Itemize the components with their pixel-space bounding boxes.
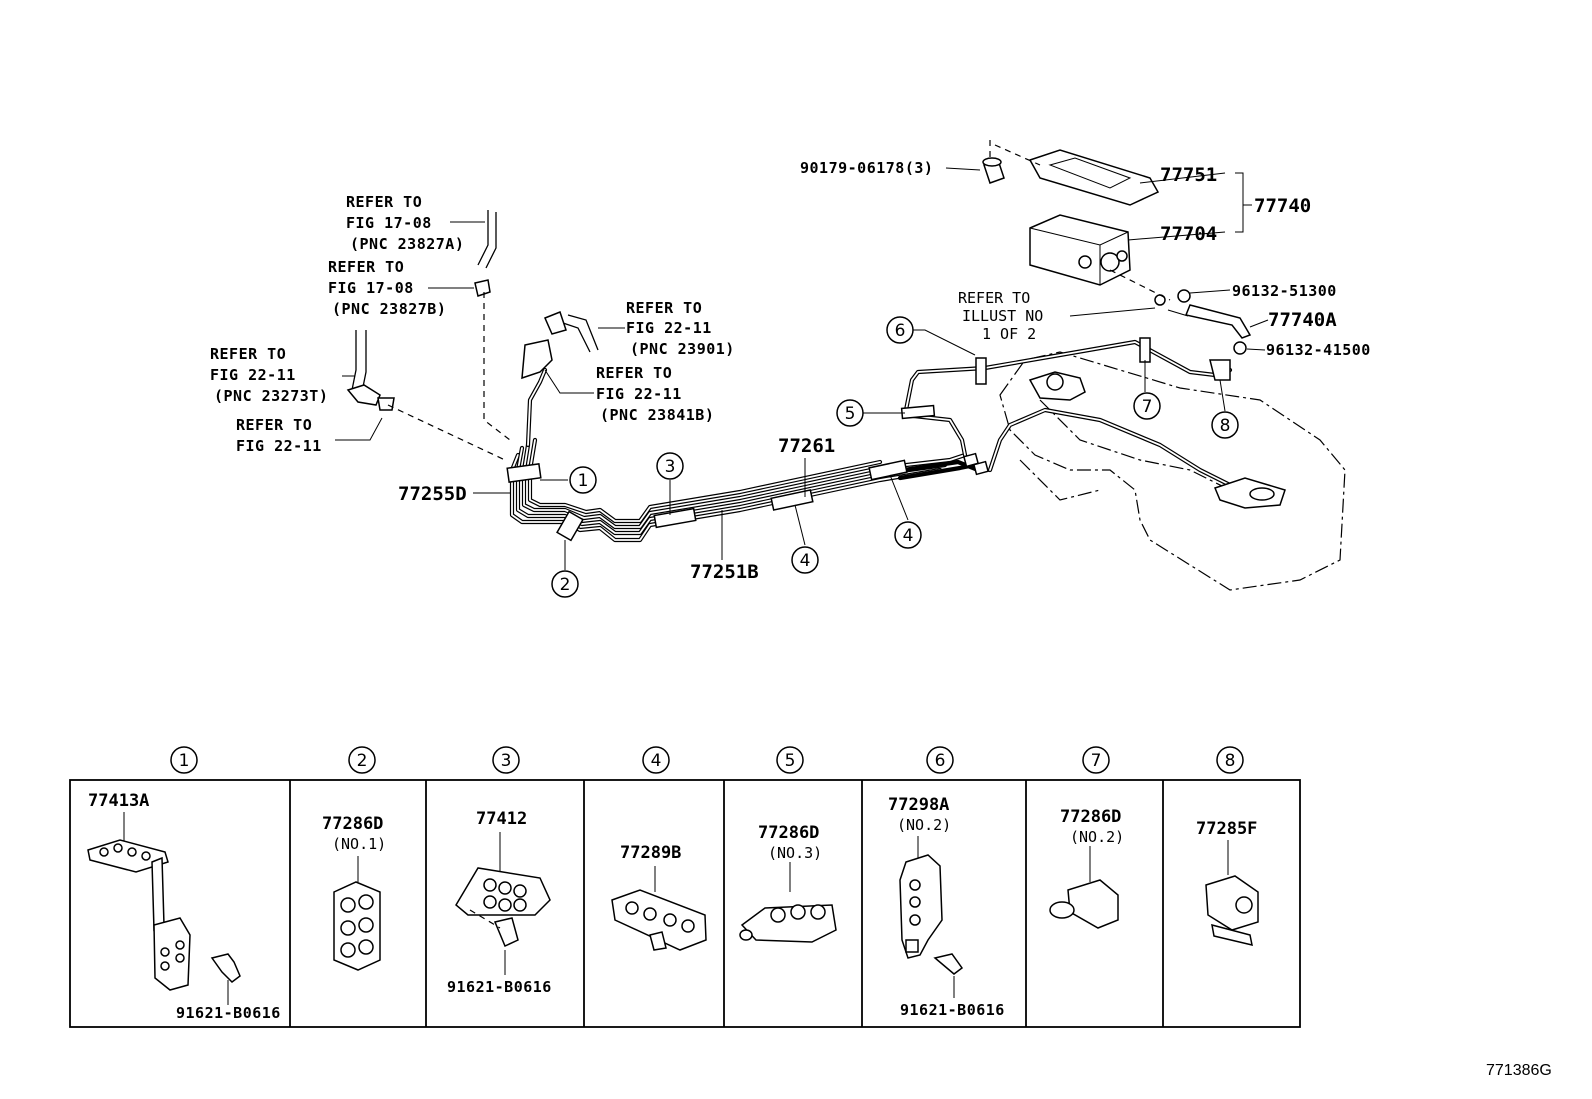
refer-5-line-1: REFER TO <box>626 299 702 317</box>
refer-6-line-2: FIG 22-11 <box>596 385 682 403</box>
refer-1-line-2: FIG 17-08 <box>346 214 432 232</box>
svg-text:4: 4 <box>651 751 662 771</box>
callout-7: 7 <box>1133 392 1161 420</box>
svg-text:8: 8 <box>1225 751 1236 771</box>
part-77740-label: 77740 <box>1254 195 1311 217</box>
refer-7-line-2: ILLUST NO <box>962 307 1043 325</box>
refer-6-line-3: (PNC 23841B) <box>600 406 714 424</box>
charcoal-canister-assembly <box>982 140 1252 355</box>
clamp-77286D-no3-drawing <box>739 862 837 943</box>
callout-4a: 4 <box>791 546 819 574</box>
fuel-tank-outline <box>999 351 1346 591</box>
refer-7-line-1: REFER TO <box>958 289 1030 307</box>
callout-6: 6 <box>886 316 914 344</box>
svg-text:1: 1 <box>578 471 589 491</box>
clamp-77285F-drawing <box>1205 840 1259 946</box>
svg-text:6: 6 <box>895 321 906 341</box>
panel-3-number: 3 <box>492 746 520 774</box>
part-96132-51300-label: 96132-51300 <box>1232 282 1337 300</box>
part-96132-41500-label: 96132-41500 <box>1266 341 1371 359</box>
refer-2-line-3: (PNC 23827B) <box>332 300 446 318</box>
refer-labels: REFER TO FIG 17-08 (PNC 23827A) REFER TO… <box>210 193 1043 455</box>
clamp-77286D-no2-drawing <box>1049 846 1119 929</box>
panel-4-part: 77289B <box>620 843 681 863</box>
clamp-detail-table: 1 2 3 4 5 6 7 8 77413A 91621-B0616 77286… <box>69 746 1301 1028</box>
panel-8-number: 8 <box>1216 746 1244 774</box>
panel-2-part: 77286D <box>322 814 383 834</box>
svg-text:7: 7 <box>1142 397 1153 417</box>
part-77740A-label: 77740A <box>1268 309 1337 331</box>
callout-8: 8 <box>1211 411 1239 439</box>
refer-3-line-1: REFER TO <box>210 345 286 363</box>
svg-text:5: 5 <box>785 751 796 771</box>
refer-4-line-2: FIG 22-11 <box>236 437 322 455</box>
refer-1-line-1: REFER TO <box>346 193 422 211</box>
part-90179-label: 90179-06178(3) <box>800 159 933 177</box>
refer-2-line-1: REFER TO <box>328 258 404 276</box>
part-77704-label: 77704 <box>1160 223 1217 245</box>
svg-text:1: 1 <box>179 751 190 771</box>
panel-6-sub: (NO.2) <box>897 816 951 834</box>
part-77261-label: 77261 <box>778 435 835 457</box>
refer-2-line-2: FIG 17-08 <box>328 279 414 297</box>
callout-2: 2 <box>551 570 579 598</box>
refer-hoses <box>346 210 599 461</box>
part-77251B-label: 77251B <box>690 561 759 583</box>
panel-2-number: 2 <box>348 746 376 774</box>
panel-6-bolt: 91621-B0616 <box>900 1001 1005 1019</box>
refer-6-line-1: REFER TO <box>596 364 672 382</box>
refer-3-line-3: (PNC 23273T) <box>214 387 328 405</box>
svg-text:7: 7 <box>1091 751 1102 771</box>
panel-7-number: 7 <box>1082 746 1110 774</box>
leader-lines <box>335 167 1269 570</box>
callouts-upper: 1 2 3 4 4 5 6 7 8 <box>551 316 1239 598</box>
panel-5-part: 77286D <box>758 823 819 843</box>
clamp-77298A-drawing <box>899 836 964 998</box>
refer-4-line-1: REFER TO <box>236 416 312 434</box>
svg-text:4: 4 <box>800 551 811 571</box>
callout-5: 5 <box>836 399 864 427</box>
part-77751-label: 77751 <box>1160 164 1217 186</box>
panel-1-part: 77413A <box>88 791 149 811</box>
refer-1-line-3: (PNC 23827A) <box>350 235 464 253</box>
panel-7-sub: (NO.2) <box>1070 828 1124 846</box>
refer-5-line-2: FIG 22-11 <box>626 319 712 337</box>
panel-5-number: 5 <box>776 746 804 774</box>
panel-1-bolt: 91621-B0616 <box>176 1004 281 1022</box>
svg-text:2: 2 <box>560 575 571 595</box>
svg-text:5: 5 <box>845 404 856 424</box>
svg-text:8: 8 <box>1220 416 1231 436</box>
refer-3-line-2: FIG 22-11 <box>210 366 296 384</box>
panel-3-part: 77412 <box>476 809 527 829</box>
refer-7-line-3: 1 OF 2 <box>982 325 1036 343</box>
svg-text:3: 3 <box>665 457 676 477</box>
part-number-labels: 90179-06178(3) 77751 77740 77704 96132-5… <box>398 159 1371 583</box>
panel-1-number: 1 <box>170 746 198 774</box>
svg-text:2: 2 <box>357 751 368 771</box>
clamp-77286D-no1-drawing <box>333 856 381 971</box>
panel-3-bolt: 91621-B0616 <box>447 978 552 996</box>
svg-text:6: 6 <box>935 751 946 771</box>
svg-text:3: 3 <box>501 751 512 771</box>
panel-6-number: 6 <box>926 746 954 774</box>
panel-4-number: 4 <box>642 746 670 774</box>
clamp-77289B-drawing <box>611 866 707 951</box>
svg-text:4: 4 <box>903 526 914 546</box>
clamp-77412-drawing <box>455 832 551 975</box>
panel-7-part: 77286D <box>1060 807 1121 827</box>
panel-8-part: 77285F <box>1196 819 1257 839</box>
part-77255D-label: 77255D <box>398 483 467 505</box>
panel-5-sub: (NO.3) <box>768 844 822 862</box>
callout-1: 1 <box>569 466 597 494</box>
panel-2-sub: (NO.1) <box>332 835 386 853</box>
callout-3: 3 <box>656 452 684 480</box>
figure-id: 771386G <box>1486 1062 1552 1079</box>
clamp-77413A-drawing <box>87 812 241 1005</box>
clamp-markers <box>506 337 1231 542</box>
fuel-tube-bundle <box>509 339 1286 543</box>
callout-4b: 4 <box>894 521 922 549</box>
panel-6-part: 77298A <box>888 795 949 815</box>
refer-5-line-3: (PNC 23901) <box>630 340 735 358</box>
